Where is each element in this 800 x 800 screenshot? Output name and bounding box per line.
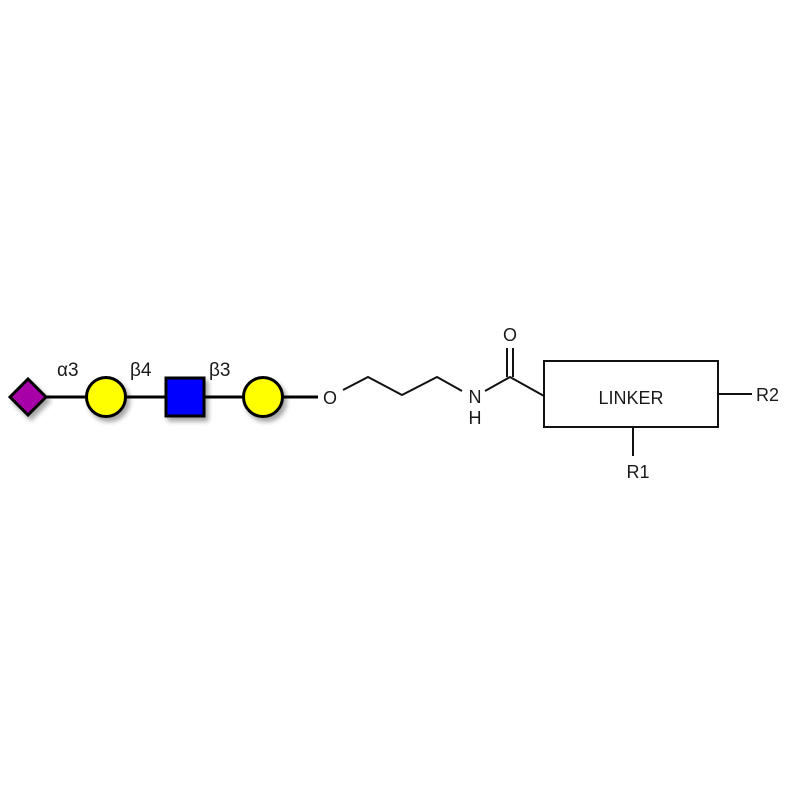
amide-bond [484, 375, 545, 397]
oxygen-atom-label: O [323, 388, 337, 408]
gal-circle-icon [242, 376, 284, 418]
r2-label: R2 [756, 385, 779, 405]
linker-box [543, 360, 719, 428]
neu5ac-diamond-icon [7, 376, 49, 418]
linkage-label: β4 [130, 360, 152, 381]
propyl-chain-bond [342, 375, 463, 397]
hydrogen-atom-label: H [469, 408, 482, 428]
nitrogen-atom-label: N [469, 387, 482, 407]
carbonyl-oxygen-label: O [503, 325, 517, 345]
gal-circle-icon [85, 376, 127, 418]
linker-label: LINKER [598, 388, 663, 408]
linkage-label: α3 [57, 360, 79, 381]
glcnac-square-icon [164, 376, 206, 418]
linkage-label: β3 [209, 360, 231, 381]
r1-label: R1 [626, 462, 649, 482]
